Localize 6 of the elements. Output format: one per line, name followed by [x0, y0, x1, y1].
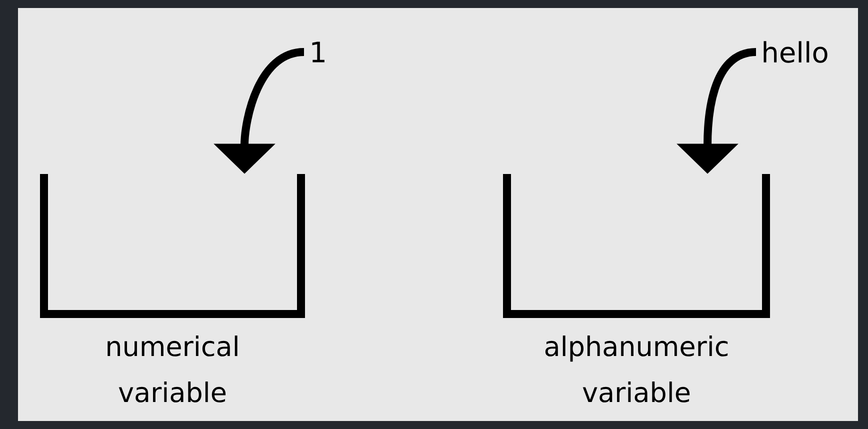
variable-label: numerical variable — [108, 336, 238, 402]
bucket-drawing — [40, 174, 305, 318]
value-label: 1 — [312, 42, 324, 62]
value-label: hello — [764, 41, 828, 63]
variable-label: alphanumeric variable — [545, 336, 728, 402]
bucket-drawing — [503, 174, 770, 318]
